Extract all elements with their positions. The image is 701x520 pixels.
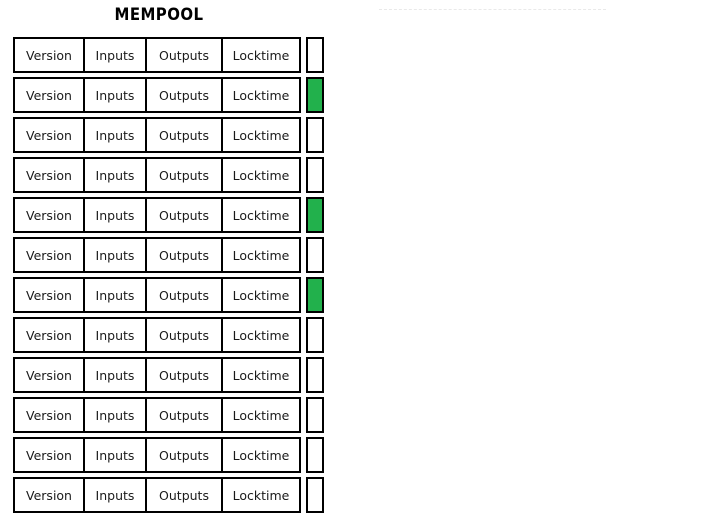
transaction-status-box[interactable] (306, 317, 324, 353)
transaction-inputs-cell[interactable]: Inputs (83, 237, 147, 273)
transaction-inputs-cell[interactable]: Inputs (83, 37, 147, 73)
transaction-outputs-cell[interactable]: Outputs (145, 237, 223, 273)
transaction-outputs-cell[interactable]: Outputs (145, 77, 223, 113)
transaction-version-cell[interactable]: Version (13, 277, 85, 313)
dashed-divider-line (379, 9, 606, 10)
transaction-version-cell[interactable]: Version (13, 117, 85, 153)
transaction-status-box[interactable] (306, 157, 324, 193)
transaction-locktime-cell[interactable]: Locktime (221, 237, 301, 273)
transaction-outputs-cell[interactable]: Outputs (145, 357, 223, 393)
transaction-outputs-cell[interactable]: Outputs (145, 117, 223, 153)
transaction-status-box[interactable] (306, 437, 324, 473)
transaction-outputs-cell[interactable]: Outputs (145, 37, 223, 73)
transaction-version-cell[interactable]: Version (13, 37, 85, 73)
transaction-locktime-cell[interactable]: Locktime (221, 117, 301, 153)
transaction-status-box[interactable] (306, 37, 324, 73)
transaction-inputs-cell[interactable]: Inputs (83, 197, 147, 233)
transaction-locktime-cell[interactable]: Locktime (221, 277, 301, 313)
transaction-version-cell[interactable]: Version (13, 477, 85, 513)
transaction-inputs-cell[interactable]: Inputs (83, 77, 147, 113)
transaction-version-cell[interactable]: Version (13, 397, 85, 433)
transaction-outputs-cell[interactable]: Outputs (145, 317, 223, 353)
transaction-inputs-cell[interactable]: Inputs (83, 357, 147, 393)
transaction-locktime-cell[interactable]: Locktime (221, 157, 301, 193)
transaction-locktime-cell[interactable]: Locktime (221, 77, 301, 113)
transaction-status-box[interactable] (306, 237, 324, 273)
transaction-version-cell[interactable]: Version (13, 157, 85, 193)
transaction-inputs-cell[interactable]: Inputs (83, 397, 147, 433)
transaction-inputs-cell[interactable]: Inputs (83, 477, 147, 513)
transaction-inputs-cell[interactable]: Inputs (83, 117, 147, 153)
transaction-outputs-cell[interactable]: Outputs (145, 477, 223, 513)
transaction-status-box[interactable] (306, 477, 324, 513)
transaction-outputs-cell[interactable]: Outputs (145, 197, 223, 233)
transaction-outputs-cell[interactable]: Outputs (145, 277, 223, 313)
transaction-status-box[interactable] (306, 197, 324, 233)
transaction-inputs-cell[interactable]: Inputs (83, 437, 147, 473)
transaction-status-box[interactable] (306, 277, 324, 313)
transaction-locktime-cell[interactable]: Locktime (221, 197, 301, 233)
transaction-outputs-cell[interactable]: Outputs (145, 157, 223, 193)
transaction-outputs-cell[interactable]: Outputs (145, 437, 223, 473)
transaction-inputs-cell[interactable]: Inputs (83, 277, 147, 313)
transaction-status-box[interactable] (306, 357, 324, 393)
transaction-status-box[interactable] (306, 397, 324, 433)
transaction-status-box[interactable] (306, 117, 324, 153)
transaction-version-cell[interactable]: Version (13, 197, 85, 233)
transaction-locktime-cell[interactable]: Locktime (221, 437, 301, 473)
transaction-version-cell[interactable]: Version (13, 437, 85, 473)
transaction-locktime-cell[interactable]: Locktime (221, 397, 301, 433)
transaction-locktime-cell[interactable]: Locktime (221, 37, 301, 73)
transaction-version-cell[interactable]: Version (13, 357, 85, 393)
transaction-locktime-cell[interactable]: Locktime (221, 357, 301, 393)
transaction-version-cell[interactable]: Version (13, 317, 85, 353)
transaction-status-box[interactable] (306, 77, 324, 113)
transaction-version-cell[interactable]: Version (13, 77, 85, 113)
page-title: MEMPOOL (114, 5, 204, 25)
transaction-locktime-cell[interactable]: Locktime (221, 317, 301, 353)
transaction-inputs-cell[interactable]: Inputs (83, 157, 147, 193)
transaction-locktime-cell[interactable]: Locktime (221, 477, 301, 513)
transaction-version-cell[interactable]: Version (13, 237, 85, 273)
transaction-inputs-cell[interactable]: Inputs (83, 317, 147, 353)
transaction-outputs-cell[interactable]: Outputs (145, 397, 223, 433)
